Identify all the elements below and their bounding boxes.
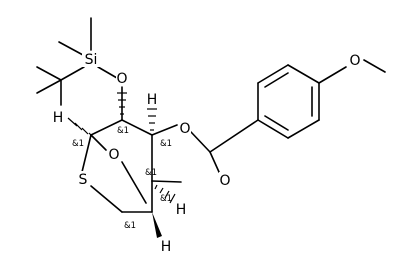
o-methyl-bond [363,59,386,73]
oether-cbottom-bond [121,161,147,204]
atom-o-ether-bridge: O [108,147,119,163]
cleft-oether-bond [90,134,107,151]
tbutyl-methyl-2-bond [36,79,62,94]
ctbs-cleft-bond [90,119,123,136]
atom-h-bottom: H [161,239,172,255]
stereo-label-c-bottom-right: &1 [160,194,172,204]
si-o-bond [97,66,118,79]
atom-labels: Si O O O O O S H H H H [53,51,362,255]
hash-c-left-h [67,117,94,138]
s-ch2-bond [90,185,123,213]
atom-h-left: H [53,110,64,126]
atom-o-dioxolane-top: O [179,121,190,137]
aryl-o-bond [318,66,347,84]
stereo-label-c-bottom: &1 [124,221,136,231]
si-methyl-left-bond [58,41,84,56]
stereo-label-c-left: &1 [72,139,84,149]
cbridge-odioxbottom-bond [151,180,182,183]
stereo-label-c-tbs: &1 [117,126,129,136]
atom-s-ring: S [79,172,88,188]
stereo-label-c-bridge: &1 [145,168,157,178]
ring-bond-6 [257,119,289,139]
odioxbottom-acetal-bond [209,151,220,173]
atom-o-methoxy: O [349,53,360,69]
ring-bond-2 [257,64,289,84]
bicyclic-core [81,86,220,213]
si-tbutyl-bond [60,66,85,81]
atom-si: Si [85,52,98,68]
stereo-bonds [67,92,176,238]
odioxtop-acetal-bond [190,131,211,153]
tbs-group [36,17,118,106]
ring-double-3 [264,115,289,131]
atom-o-dioxolane-bottom: O [219,173,230,189]
hash-ctbs-o [117,92,127,115]
stereo-label-c-top-right: &1 [160,139,172,149]
hash-ctr-h [147,108,157,131]
tbutyl-methyl-1-bond [36,66,62,81]
ring-double-1 [264,72,289,88]
ring-bond-5 [287,119,320,139]
stereo-labels: &1 &1 &1 &1 &1 &1 [72,126,172,231]
atom-o-tbs: O [116,71,127,87]
atom-h-right: H [176,202,187,218]
methoxyphenyl-group [209,59,386,153]
wedge-cbottom-h [152,212,162,238]
ctr-odioxtop-bond [151,124,178,136]
ctbs-ctr-bond [121,119,153,136]
atom-h-top: H [147,92,158,108]
acetal-aryl-bond [209,119,259,153]
cleft-s-bond [81,134,92,173]
hash-cbridge-h [154,184,176,204]
ring-bond-3 [287,64,320,84]
